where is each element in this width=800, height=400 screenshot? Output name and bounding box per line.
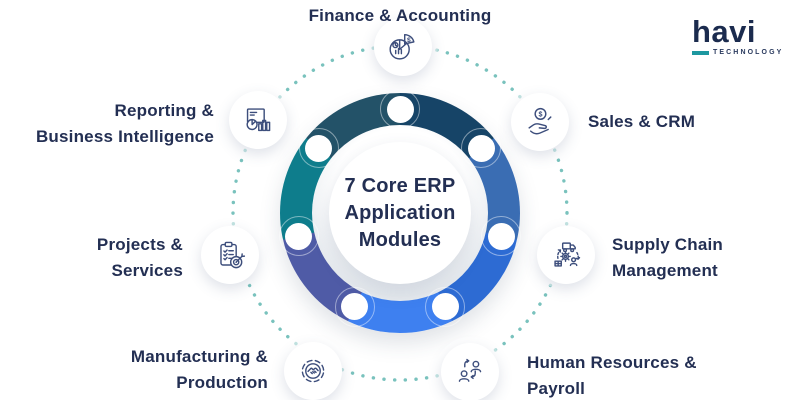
hr-payroll-icon-circle bbox=[441, 343, 499, 400]
brand-accent-bar-icon bbox=[692, 50, 709, 55]
hr-payroll-icon bbox=[458, 358, 482, 382]
label-line: Services bbox=[111, 261, 183, 280]
segment-node bbox=[386, 95, 414, 123]
dotted-orbit-ring bbox=[231, 44, 569, 382]
label-reporting-business-intelligence: Reporting & Business Intelligence bbox=[4, 98, 214, 150]
svg-text:$: $ bbox=[407, 37, 411, 44]
segment-node bbox=[467, 134, 495, 162]
segment-node-outline bbox=[481, 216, 522, 257]
label-line: Business Intelligence bbox=[35, 127, 214, 146]
finance-accounting-icon-circle: $ bbox=[374, 18, 432, 76]
label-projects-services: Projects & Services bbox=[23, 232, 183, 284]
label-finance-accounting: Finance & Accounting bbox=[300, 3, 500, 28]
brand-logo: havi TECHNOLOGY bbox=[692, 16, 792, 56]
label-human-resources-payroll: Human Resources & Payroll bbox=[527, 350, 697, 400]
segment-node-outline bbox=[334, 286, 375, 327]
svg-text:$: $ bbox=[538, 110, 542, 118]
label-line: Human Resources & bbox=[527, 353, 697, 372]
center-title-disk: 7 Core ERP Application Modules bbox=[329, 142, 471, 284]
label-line: Management bbox=[612, 261, 718, 280]
brand-tagline-row: TECHNOLOGY bbox=[692, 49, 792, 56]
manufacturing-production-icon-circle bbox=[284, 342, 342, 400]
supply-chain-icon bbox=[554, 242, 581, 267]
label-line: Payroll bbox=[527, 379, 586, 398]
sales-crm-icon-circle: $ bbox=[511, 93, 569, 151]
projects-services-icon bbox=[220, 241, 246, 269]
label-line: Manufacturing & bbox=[130, 347, 268, 366]
segment-node bbox=[305, 134, 333, 162]
segment-node bbox=[431, 293, 459, 321]
label-line: Sales & CRM bbox=[588, 112, 696, 131]
sales-crm-icon: $ bbox=[528, 107, 552, 135]
segment-node-outline bbox=[298, 128, 339, 169]
segment-node bbox=[285, 222, 313, 250]
finance-accounting-icon: $ bbox=[389, 33, 415, 60]
brand-name: havi bbox=[692, 14, 757, 49]
label-supply-chain-management: Supply Chain Management bbox=[612, 232, 723, 284]
segment-node bbox=[341, 293, 369, 321]
brand-tagline: TECHNOLOGY bbox=[713, 49, 784, 56]
label-manufacturing-production: Manufacturing & Production bbox=[68, 344, 268, 396]
center-title-line: 7 Core ERP bbox=[344, 174, 456, 197]
label-line: Reporting & bbox=[114, 101, 214, 120]
label-line: Projects & bbox=[96, 235, 183, 254]
label-line: Supply Chain bbox=[612, 235, 724, 254]
center-title-line: Application bbox=[344, 201, 456, 224]
module-ring: 7 Core ERP Application Modules bbox=[278, 89, 522, 333]
manufacturing-production-icon bbox=[301, 359, 325, 383]
center-title-line: Modules bbox=[358, 228, 442, 251]
projects-services-icon-circle bbox=[201, 226, 259, 284]
reporting-bi-icon bbox=[246, 108, 271, 132]
segment-node-outline bbox=[461, 128, 502, 169]
segment-node-outline bbox=[278, 216, 319, 257]
reporting-bi-icon-circle bbox=[229, 91, 287, 149]
label-line: Finance & Accounting bbox=[308, 6, 492, 25]
segment-node-outline bbox=[380, 89, 420, 129]
segment-node-outline bbox=[425, 286, 466, 327]
label-line: Production bbox=[176, 373, 268, 392]
segment-node bbox=[487, 222, 515, 250]
label-sales-crm: Sales & CRM bbox=[588, 109, 695, 134]
supply-chain-icon-circle bbox=[537, 226, 595, 284]
